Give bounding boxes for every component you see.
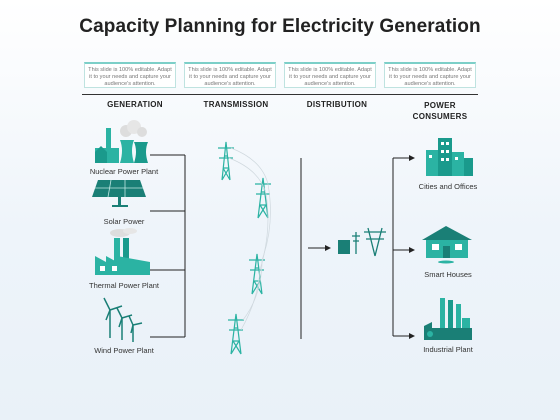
thermal-plant-icon — [95, 228, 150, 275]
city-buildings-icon — [426, 138, 473, 176]
label-nuclear-power-plant: Nuclear Power Plant — [89, 167, 159, 176]
note-box-3: This slide is 100% editable. Adapt it to… — [284, 62, 376, 88]
power-lines — [228, 147, 271, 331]
generation-connectors — [150, 154, 186, 338]
wind-turbine-icon — [103, 297, 143, 342]
label-industrial-plant: Industrial Plant — [423, 345, 473, 354]
smart-house-icon — [422, 226, 472, 264]
column-header-power-consumers: POWER CONSUMERS — [404, 100, 476, 122]
power-consumers-label: POWER CONSUMERS — [412, 101, 468, 121]
note-box-2: This slide is 100% editable. Adapt it to… — [184, 62, 276, 88]
label-thermal-power-plant: Thermal Power Plant — [88, 281, 160, 290]
consumer-connectors — [392, 155, 415, 339]
transmission-tower-icon — [218, 141, 271, 355]
label-solar-power: Solar Power — [103, 217, 145, 226]
column-header-distribution: DISTRIBUTION — [306, 100, 368, 109]
page-title: Capacity Planning for Electricity Genera… — [79, 16, 481, 37]
label-cities-and-offices: Cities and Offices — [418, 182, 478, 191]
solar-panel-icon — [92, 179, 146, 207]
note-box-4: This slide is 100% editable. Adapt it to… — [384, 62, 476, 88]
note-box-1: This slide is 100% editable. Adapt it to… — [84, 62, 176, 88]
substation-icon — [338, 227, 386, 257]
label-wind-power-plant: Wind Power Plant — [94, 346, 154, 355]
industrial-plant-icon — [424, 298, 472, 340]
column-header-transmission: TRANSMISSION — [203, 100, 269, 109]
nuclear-plant-icon — [95, 120, 148, 163]
header-divider — [82, 94, 478, 95]
column-header-generation: GENERATION — [107, 100, 163, 109]
label-smart-houses: Smart Houses — [424, 270, 472, 279]
